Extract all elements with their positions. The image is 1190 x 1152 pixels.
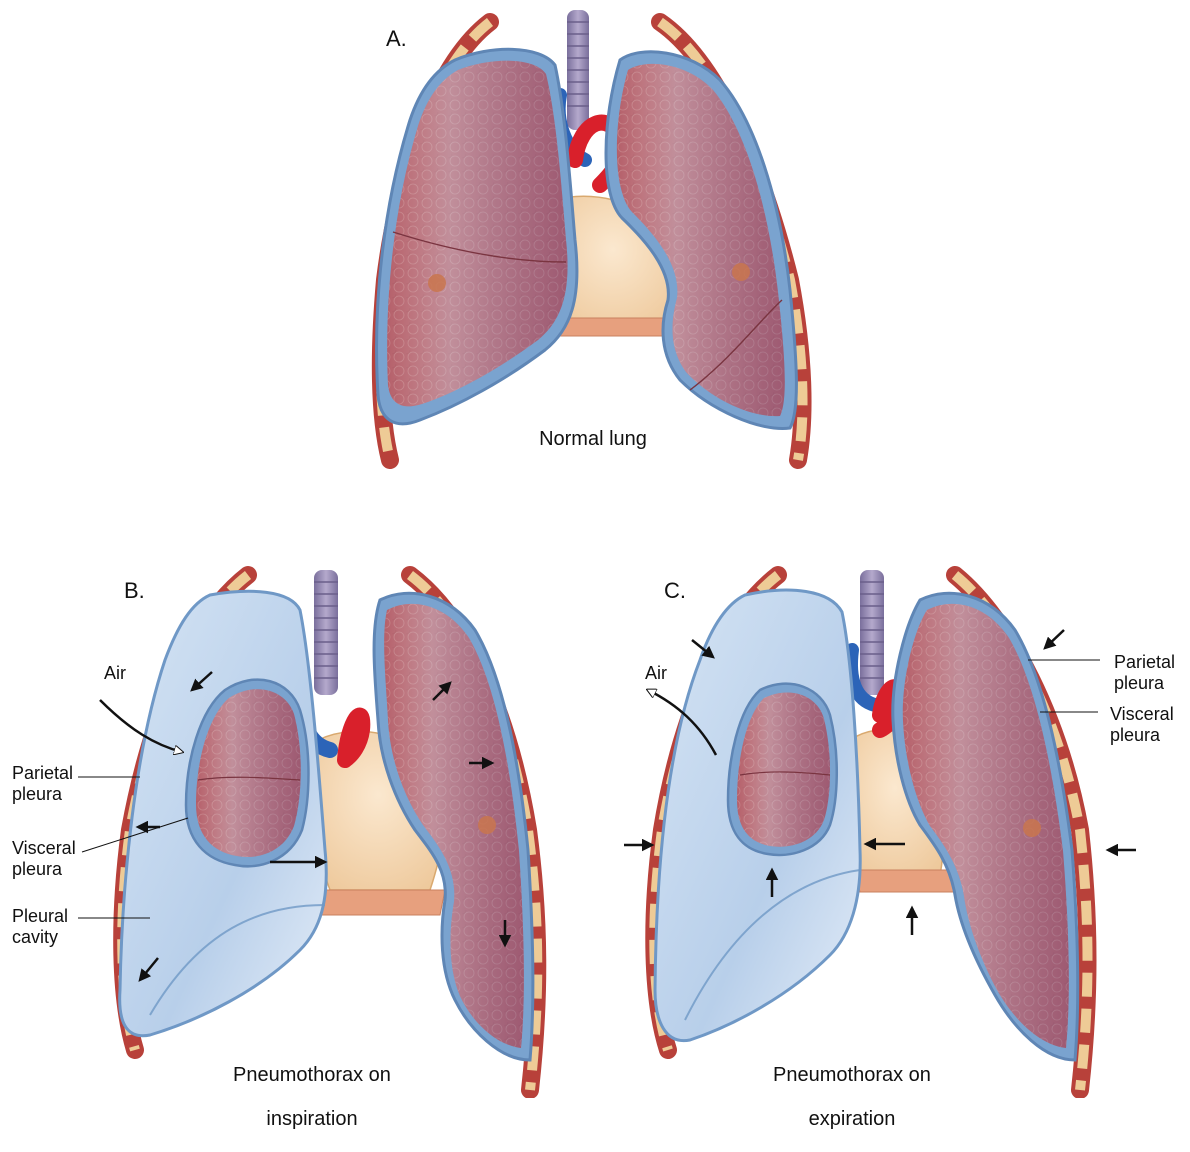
panel-a-letter: A. [386,28,407,49]
panel-b-hilum-node [478,816,496,834]
panel-a-diaphragm [558,318,668,336]
panel-c-caption-line2: expiration [754,1108,950,1130]
panel-a-caption: Normal lung [500,428,686,450]
panel-c-visceral-pleura-label: Visceral pleura [1110,704,1174,746]
panel-b-air-label: Air [104,663,126,684]
panel-a-right-hilum-node [428,274,446,292]
panel-b-pleural-cavity-label: Pleural cavity [12,906,68,948]
panel-b-caption-line2: inspiration [214,1108,410,1130]
panel-b-letter: B. [124,580,145,601]
panel-b-illustration [78,570,537,1090]
panel-b-caption: Pneumothorax on inspiration [214,1042,410,1152]
panel-c-trachea [860,570,884,695]
panel-c-caption: Pneumothorax on expiration [754,1042,950,1152]
figure: A. Normal lung B. Air Parietal pleura Vi… [0,0,1190,1098]
panel-a-left-hilum-node [732,263,750,281]
panel-c-illustration [624,570,1136,1090]
panel-b-visceral-pleura-label: Visceral pleura [12,838,76,880]
panel-b-caption-line1: Pneumothorax on [214,1064,410,1086]
panel-b-aorta [345,716,362,760]
panel-b-parietal-pleura-label: Parietal pleura [12,763,73,805]
panel-c-air-label: Air [645,663,667,684]
panel-a-illustration [377,10,803,460]
panel-c-diaphragm [855,870,960,892]
panel-c-letter: C. [664,580,686,601]
panel-c-hilum-node [1023,819,1041,837]
illustration [0,0,1190,1098]
panel-c-parietal-pleura-label: Parietal pleura [1114,652,1175,694]
panel-c-arrow [1045,630,1064,648]
panel-b-trachea [314,570,338,695]
panel-c-caption-line1: Pneumothorax on [754,1064,950,1086]
